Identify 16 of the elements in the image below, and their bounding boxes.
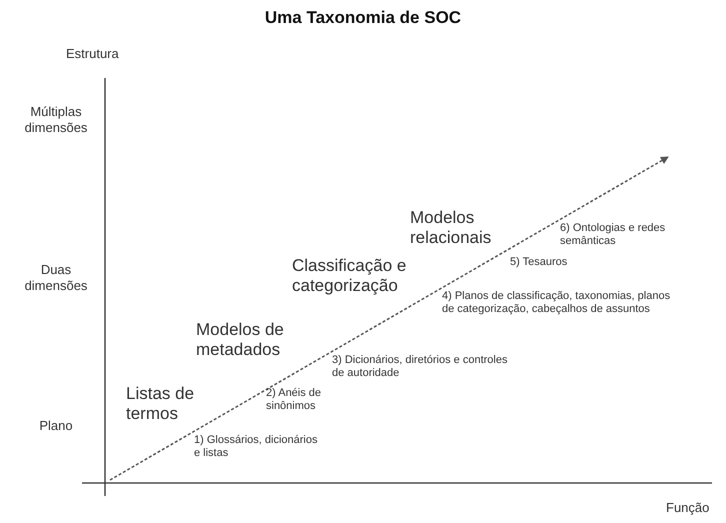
note-text: 5) Tesauros xyxy=(510,256,568,270)
note-text: 1) Glossários, dicionários e listas xyxy=(194,434,318,460)
tick-label: Múltiplas dimensões xyxy=(24,104,88,136)
category-label: Listas de termos xyxy=(126,384,196,425)
category-label: Classificação e categorização xyxy=(292,256,408,297)
axis-label: Estrutura xyxy=(66,46,119,62)
tick-label: Plano xyxy=(38,418,74,434)
tick-label: Duas dimensões xyxy=(24,262,88,294)
diagram-title: Uma Taxonomia de SOC xyxy=(264,8,462,28)
category-label: Modelos de metadados xyxy=(196,320,285,361)
note-text: 3) Dicionários, diretórios e controles de autoridade xyxy=(332,354,508,380)
note-text: 2) Anéis de sinônimos xyxy=(266,387,322,414)
axis-label: Função xyxy=(666,500,710,516)
note-text: 6) Ontologias e redes semânticas xyxy=(560,222,666,248)
category-label: Modelos relacionais xyxy=(410,208,492,249)
note-text: 4) Planos de classificação, taxonomias, planos de categorização, cabeçalhos de assuntos xyxy=(442,290,672,316)
